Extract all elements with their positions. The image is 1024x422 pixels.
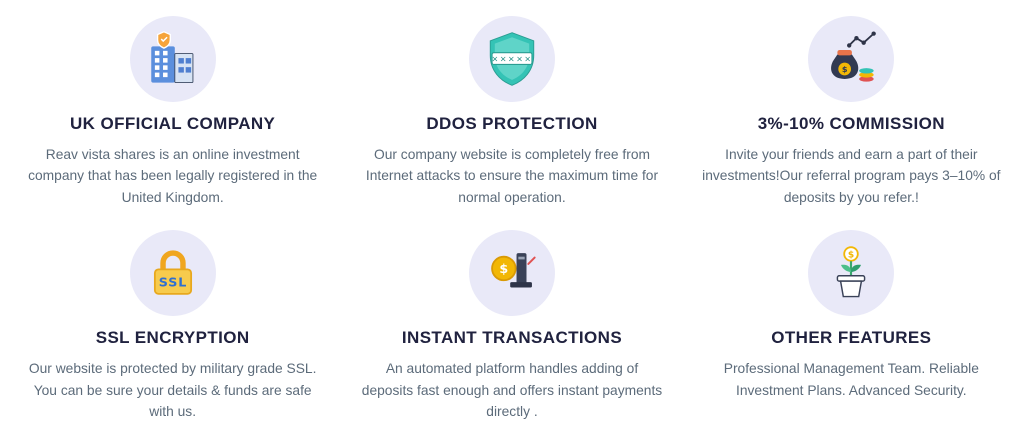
feature-description: Our website is protected by military gra… — [28, 361, 317, 419]
feature-title: UK OFFICIAL COMPANY — [70, 114, 276, 133]
svg-text:×××××: ××××× — [492, 54, 533, 64]
feature-description: An automated platform handles adding of … — [361, 361, 663, 419]
feature-description: Reav vista shares is an online investmen… — [28, 147, 318, 205]
commission-moneybag-icon: $ — [808, 16, 895, 102]
feature-card-commission: $ 3%-10% COMMISSION Invite your friends … — [685, 16, 1018, 208]
svg-text:SSL: SSL — [158, 275, 186, 290]
building-icon — [129, 16, 216, 102]
feature-title: INSTANT TRANSACTIONS — [401, 328, 623, 348]
feature-title: SSL ENCRYPTION — [95, 328, 250, 348]
ddos-shield-icon: ××××× — [468, 16, 555, 102]
feature-card-ddos: ××××× DDOS PROTECTION Our company websit… — [345, 16, 678, 208]
instant-transaction-icon: $ — [468, 230, 555, 317]
growth-plant-icon: $ — [808, 230, 895, 317]
feature-description: Professional Management Team. Reliable I… — [723, 361, 979, 398]
feature-description: Our company website is completely free f… — [365, 147, 659, 205]
feature-card-other: $ OTHER FEATURES Professional Management… — [685, 230, 1018, 422]
ssl-lock-icon: SSL — [129, 230, 216, 317]
feature-card-ssl: SSL SSL ENCRYPTION Our website is protec… — [6, 230, 339, 422]
feature-description: Invite your friends and earn a part of t… — [702, 147, 1001, 205]
feature-title: DDOS PROTECTION — [426, 114, 598, 133]
svg-text:$: $ — [499, 261, 508, 276]
feature-title: OTHER FEATURES — [771, 328, 932, 348]
feature-card-transactions: $ INSTANT TRANSACTIONS An automated plat… — [345, 230, 678, 422]
svg-text:$: $ — [842, 64, 848, 74]
feature-title: 3%-10% COMMISSION — [757, 114, 945, 133]
feature-card-uk-company: UK OFFICIAL COMPANY Reav vista shares is… — [6, 16, 339, 208]
svg-text:$: $ — [848, 251, 854, 261]
